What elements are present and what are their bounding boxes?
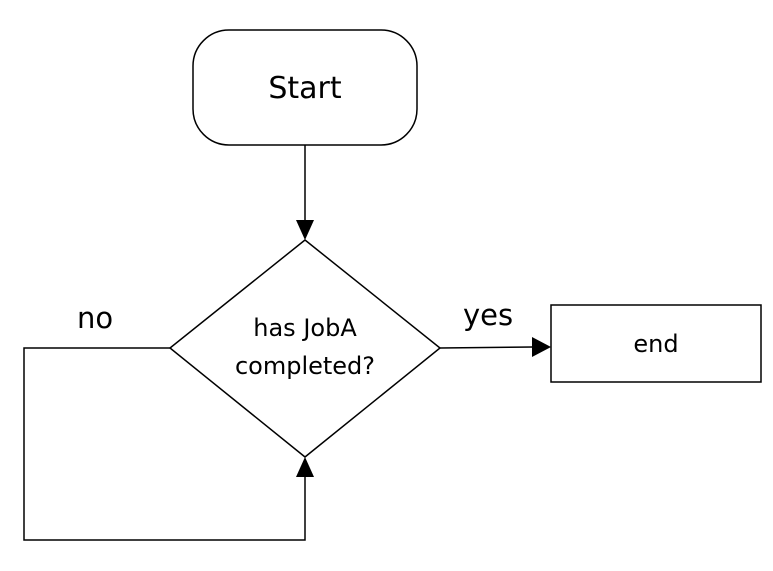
arrow-no-loop-line: [23, 347, 306, 541]
arrow-no-loop-label: no: [77, 301, 113, 335]
arrow-no-loop-head: [296, 457, 314, 477]
arrow-yes-label: yes: [463, 298, 513, 332]
end-node-shape: [550, 304, 762, 383]
arrow-no-loop: no: [23, 301, 314, 541]
arrow-yes-line: [439, 346, 534, 349]
start-node: Start: [192, 29, 418, 146]
decision-node-shape: [168, 239, 442, 458]
arrow-start-to-decision: [296, 145, 314, 240]
arrow-yes-head: [532, 337, 551, 357]
arrow-yes: yes: [439, 298, 551, 357]
end-node: end: [550, 304, 762, 383]
decision-node-label-line2: completed?: [235, 352, 375, 380]
end-node-label: end: [633, 330, 678, 358]
start-node-label: Start: [268, 71, 342, 106]
decision-node-label-line1: has JobA: [253, 314, 357, 342]
decision-node: has JobA completed?: [168, 239, 442, 458]
arrow-start-to-decision-head: [296, 220, 314, 240]
